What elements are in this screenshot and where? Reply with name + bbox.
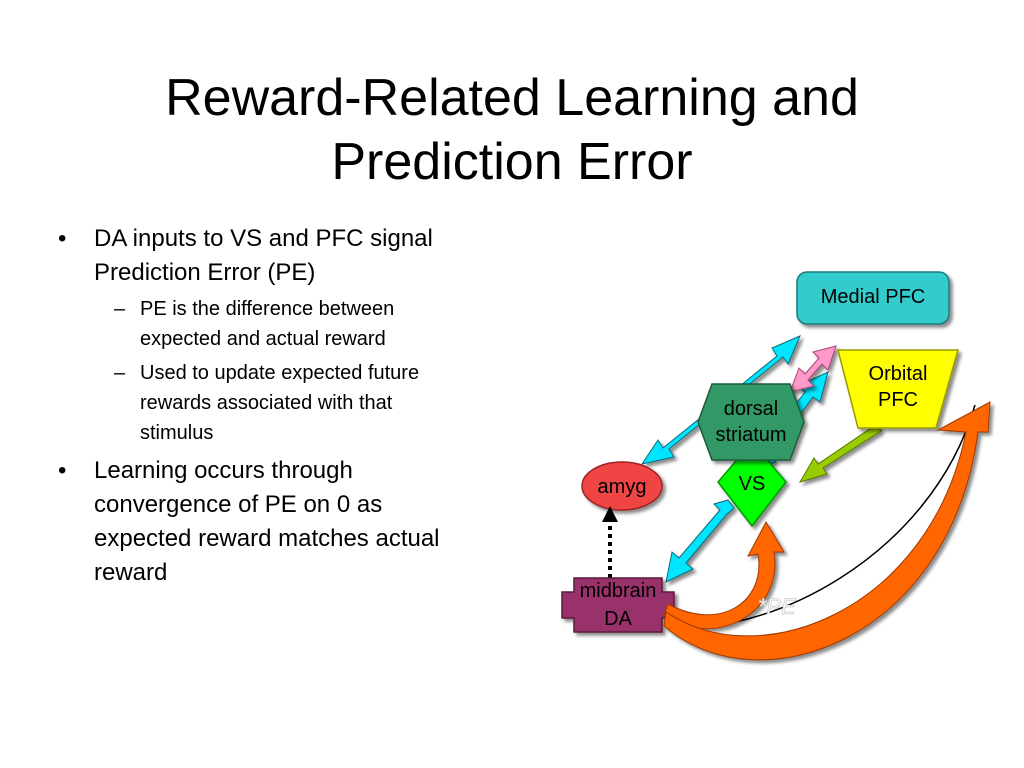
- dotted-arrow-head: [602, 506, 618, 522]
- node-midbrain-da-label-2: DA: [604, 608, 632, 630]
- sub-bullet-text-line: PE is the difference between: [140, 298, 395, 320]
- cyan-arrow-amyg-medial-pfc: [640, 335, 801, 465]
- bullet-text-line: convergence of PE on 0 as: [94, 491, 383, 518]
- sub-bullet-update-expected: Used to update expected future rewards a…: [94, 358, 528, 448]
- bullet-text-line: reward: [94, 559, 168, 586]
- node-vs-label: VS: [739, 473, 766, 495]
- node-amyg: [581, 461, 663, 511]
- node-medial-pfc: [796, 271, 950, 325]
- sub-bullet-text-line: Used to update expected future: [140, 362, 420, 384]
- node-dorsal-striatum-label-1: dorsal: [724, 398, 778, 420]
- node-amyg-label: amyg: [598, 476, 647, 498]
- node-orbital-pfc: [837, 349, 959, 429]
- node-orbital-pfc-label-1: Orbital: [869, 363, 928, 385]
- sub-bullet-text-line: stimulus: [140, 422, 214, 444]
- green-arrow-orbital-pfc-vs: [798, 423, 882, 483]
- orange-arrow-midbrain-orbital-pfc: [663, 401, 991, 661]
- bullet-text-line: Learning occurs through: [94, 457, 353, 484]
- pe-label: *PE: [758, 594, 796, 619]
- node-midbrain-da: [561, 577, 675, 633]
- node-dorsal-striatum: [697, 383, 805, 461]
- node-medial-pfc-label: Medial PFC: [821, 286, 925, 308]
- title-line-1: Reward-Related Learning and: [165, 69, 859, 127]
- sub-bullet-list: PE is the difference between expected an…: [94, 294, 528, 448]
- slide-title: Reward-Related Learning and Prediction E…: [60, 66, 964, 194]
- sub-bullet-text-line: rewards associated with that: [140, 392, 393, 414]
- node-midbrain-da-label-1: midbrain: [580, 580, 657, 602]
- title-line-2: Prediction Error: [331, 133, 693, 191]
- bullet-text-line: Prediction Error (PE): [94, 259, 316, 286]
- bullet-learning-convergence: Learning occurs through convergence of P…: [58, 454, 528, 590]
- node-dorsal-striatum-label-2: striatum: [715, 424, 786, 446]
- sub-bullet-text-line: expected and actual reward: [140, 328, 386, 350]
- bullet-text-line: expected reward matches actual: [94, 525, 440, 552]
- bullet-text-line: DA inputs to VS and PFC signal: [94, 225, 433, 252]
- node-orbital-pfc-label-2: PFC: [878, 389, 918, 411]
- bullet-list: DA inputs to VS and PFC signal Predictio…: [58, 222, 528, 594]
- orange-arrow-midbrain-vs: [663, 520, 785, 630]
- pink-arrow-dorsal-striatum-orbital-pfc: [789, 345, 837, 393]
- sub-bullet-pe-definition: PE is the difference between expected an…: [94, 294, 528, 354]
- bullet-da-inputs: DA inputs to VS and PFC signal Predictio…: [58, 222, 528, 448]
- node-vs: [717, 440, 787, 528]
- cyan-arrow-vs-midbrain-da: [665, 499, 735, 583]
